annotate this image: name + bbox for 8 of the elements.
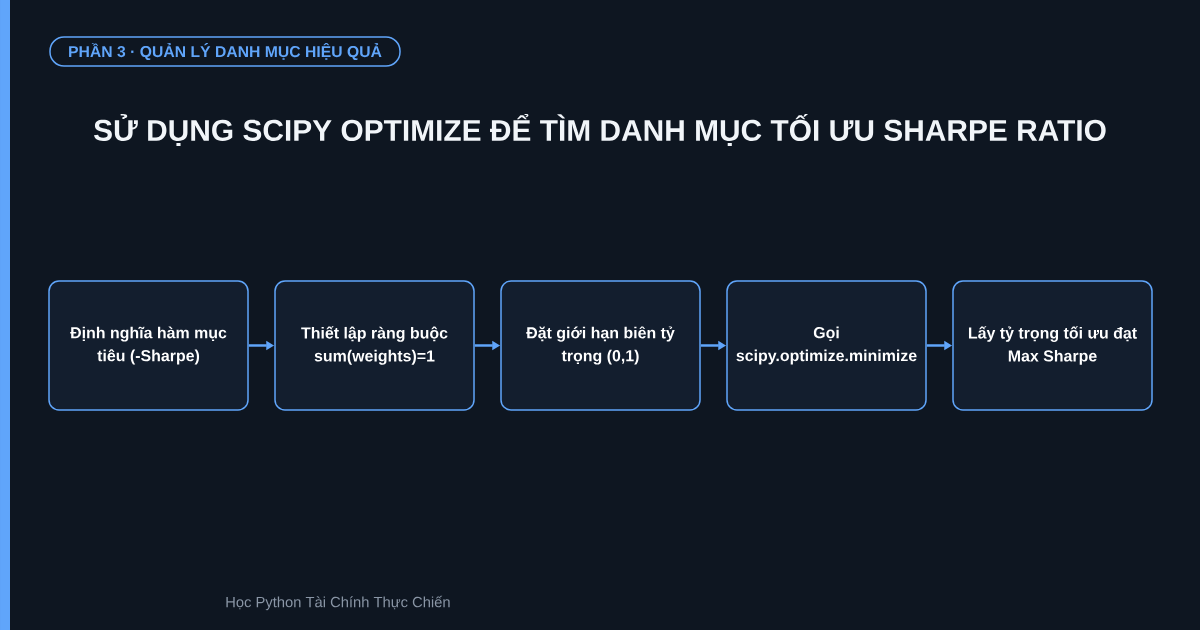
process-box: Đặt giới hạn biên tỷ trọng (0,1) <box>500 280 701 411</box>
section-badge: PHẦN 3 · QUẢN LÝ DANH MỤC HIỆU QUẢ <box>49 36 401 67</box>
process-box: Thiết lập ràng buộc sum(weights)=1 <box>274 280 475 411</box>
title: SỬ DỤNG SCIPY OPTIMIZE ĐỂ TÌM DANH MỤC TỐI ƯU SHARPE RATIO <box>93 113 1106 147</box>
footer-text: Học Python Tài Chính Thực Chiến <box>226 595 450 611</box>
process-box: Gọi scipy.optimize.minimize <box>726 280 927 411</box>
process-box: Định nghĩa hàm mục tiêu (-Sharpe) <box>48 280 249 411</box>
process-box: Lấy tỷ trọng tối ưu đạt Max Sharpe <box>952 280 1153 411</box>
